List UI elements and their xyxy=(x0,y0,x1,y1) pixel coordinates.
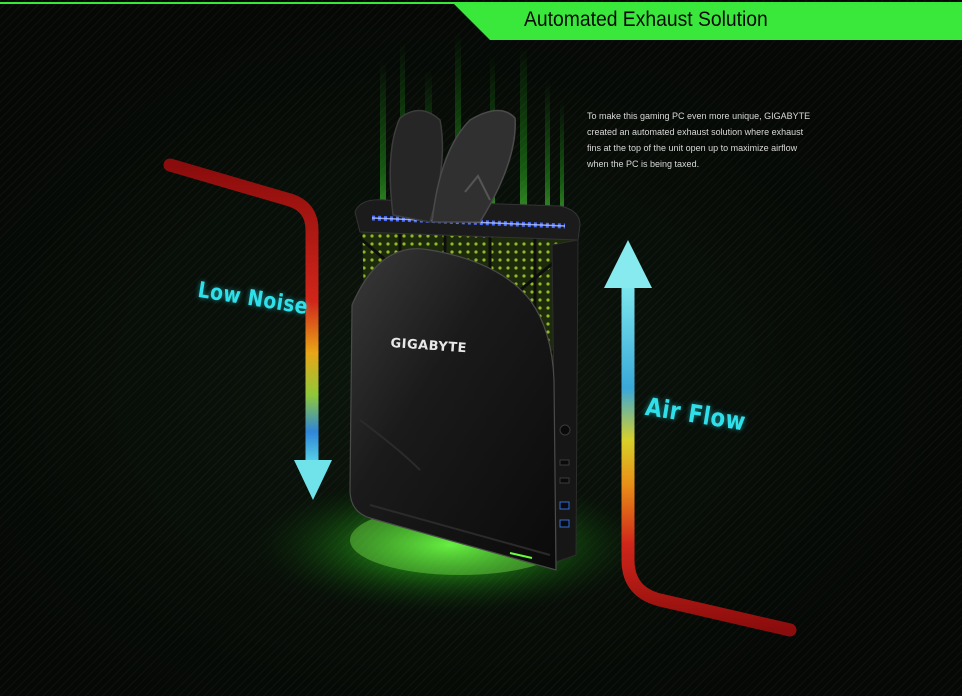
air-flow-arrowhead xyxy=(604,240,652,288)
power-led xyxy=(509,552,533,559)
top-accent-line xyxy=(0,2,962,4)
banner-title: Automated Exhaust Solution xyxy=(524,8,768,31)
front-ports xyxy=(559,424,571,528)
description-text: To make this gaming PC even more unique,… xyxy=(587,111,811,169)
air-flow-arrow xyxy=(621,278,797,637)
low-noise-arrow xyxy=(163,158,319,475)
low-noise-arrowhead xyxy=(294,460,332,500)
pc-front-shell xyxy=(349,248,557,571)
exhaust-fin-front xyxy=(431,109,516,223)
title-banner xyxy=(454,4,962,40)
